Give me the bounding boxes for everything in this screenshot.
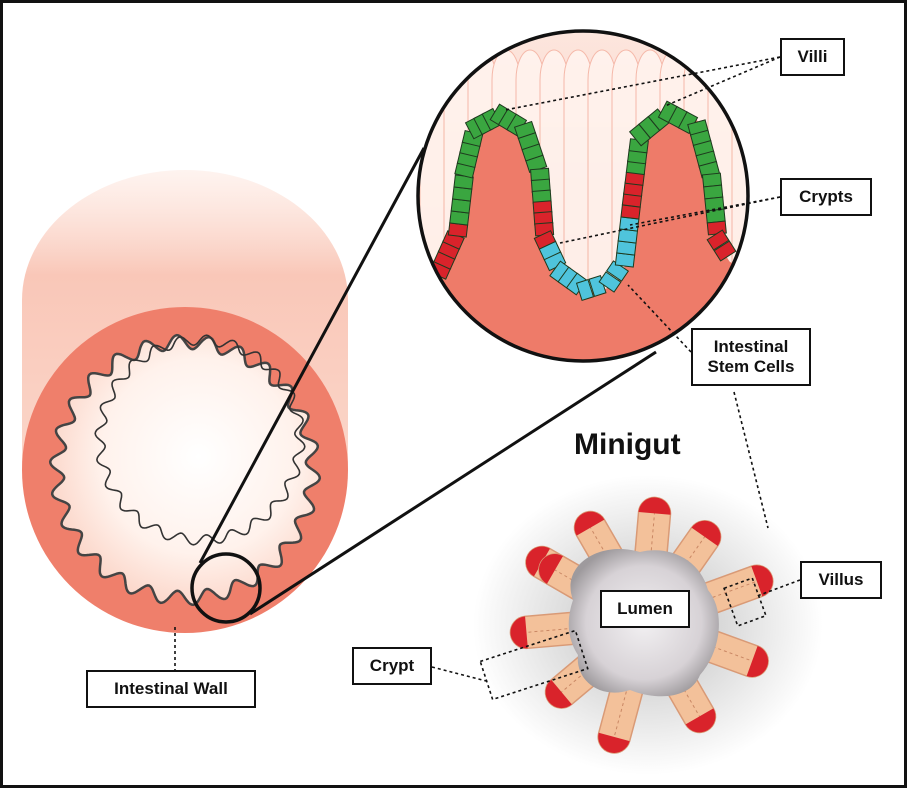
crypt-label: Crypt (352, 647, 432, 685)
epithelial-cell (701, 172, 723, 188)
stem-cells-text-line2: Stem Cells (707, 357, 795, 376)
intestinal-wall-text: Intestinal Wall (114, 678, 228, 698)
magnifier-circle (416, 29, 750, 363)
epithelial-cell (703, 184, 724, 200)
crypts-label: Crypts (780, 178, 872, 216)
zoom-circle (190, 552, 262, 624)
epithelial-cell (706, 229, 730, 251)
intestinal-wall-label: Intestinal Wall (86, 670, 256, 708)
stem-cells-text-line1: Intestinal (713, 336, 789, 356)
leader-lines (174, 56, 801, 701)
zoom-line-bottom (249, 350, 657, 616)
intestine-tube (22, 170, 348, 633)
lumen-label: Lumen (600, 590, 690, 628)
stem-cells-label: Intestinal Stem Cells (691, 328, 811, 386)
lumen-text: Lumen (617, 598, 673, 618)
crypts-text: Crypts (799, 186, 853, 206)
epithelial-cell (575, 278, 595, 302)
villi-text: Villi (797, 46, 828, 66)
villus-label: Villus (800, 561, 882, 599)
zoom-line-top (198, 147, 426, 564)
minigut-title: Minigut (574, 428, 681, 461)
epithelial-cell (598, 271, 622, 293)
epithelial-cell (713, 240, 737, 262)
villus-text: Villus (818, 569, 864, 589)
villi-label: Villi (780, 38, 845, 76)
crypt-text: Crypt (369, 655, 415, 675)
